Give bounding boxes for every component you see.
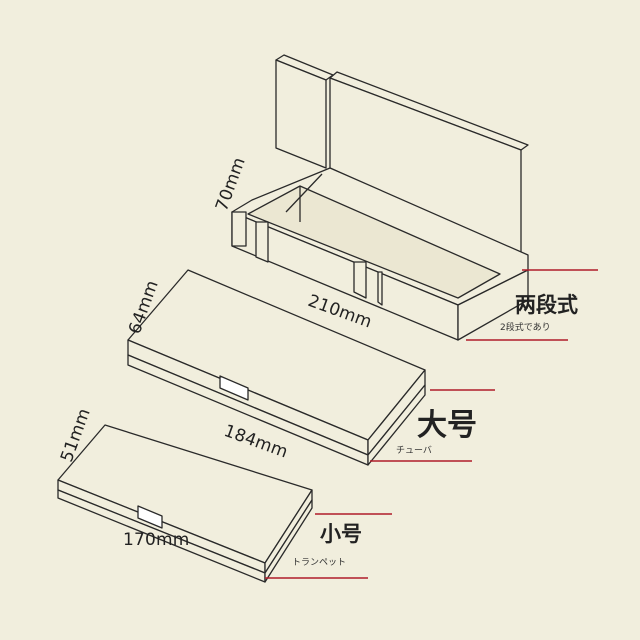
small-title: 小号 bbox=[320, 522, 362, 546]
label-accent-lines bbox=[265, 269, 598, 579]
two-tier-box-illustration bbox=[231, 54, 529, 341]
large-title: 大号 bbox=[417, 408, 477, 443]
small-box-illustration bbox=[57, 424, 313, 583]
small-subtitle: トランペット bbox=[292, 558, 347, 568]
large-box-illustration bbox=[127, 269, 426, 466]
two-tier-title: 两段式 bbox=[515, 293, 578, 317]
large-box-latch bbox=[219, 375, 249, 401]
small-length-label: 170mm bbox=[123, 530, 190, 550]
two-tier-subtitle: 2段式であり bbox=[500, 323, 551, 333]
large-subtitle: チューバ bbox=[396, 446, 432, 456]
small-box-latch bbox=[137, 505, 163, 529]
